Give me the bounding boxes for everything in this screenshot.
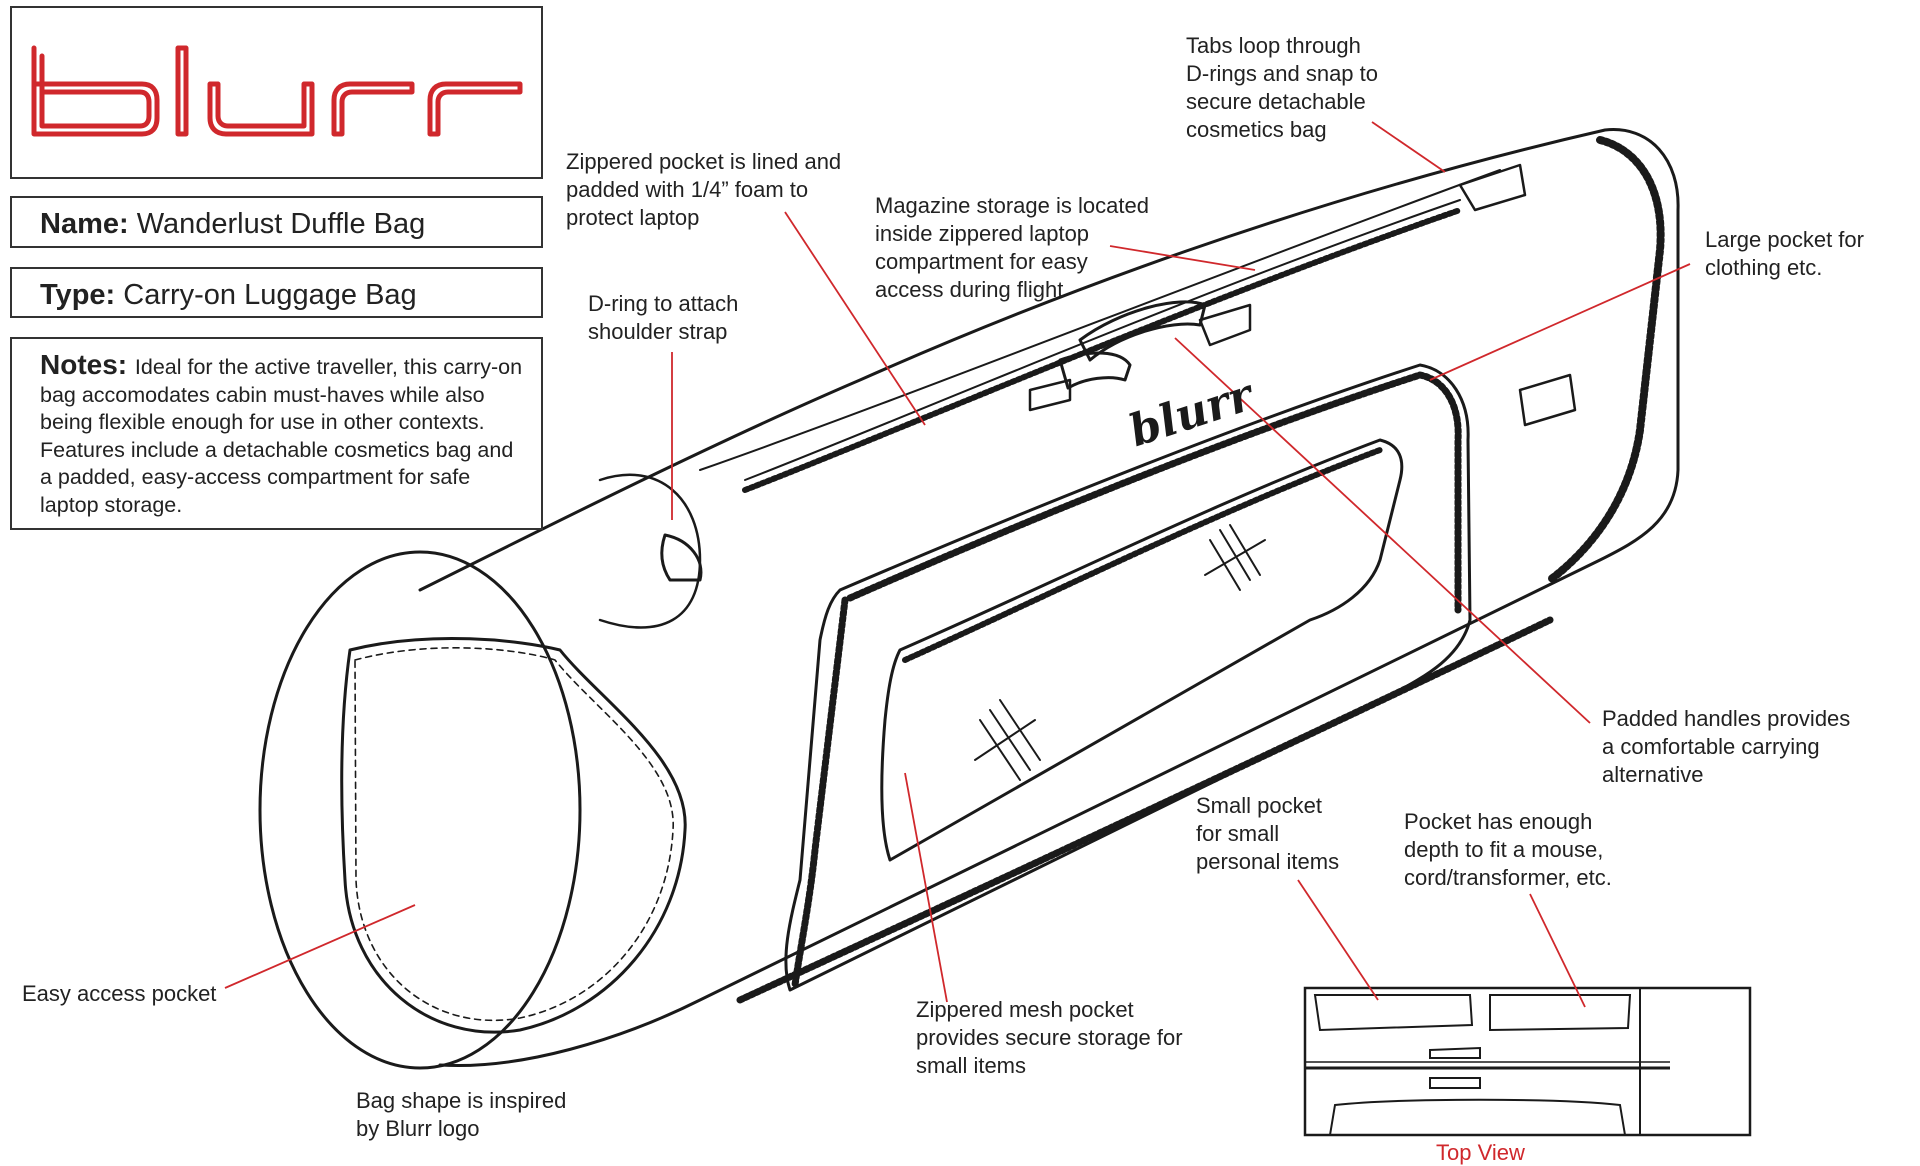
annotation-magazine-storage: Magazine storage is located inside zippe… <box>875 193 1149 302</box>
cosmetics-tab-side <box>1518 373 1577 427</box>
leader-small-pocket <box>1297 879 1379 1001</box>
handle-lower <box>1058 351 1132 390</box>
leader-mesh-pocket <box>904 772 948 1003</box>
bag-end-cap <box>258 550 582 1070</box>
leader-lines <box>224 121 1691 1008</box>
top-view-pocket-right <box>1489 994 1632 1032</box>
annotation-zippered-pocket: Zippered pocket is lined and padded with… <box>566 149 842 230</box>
leader-padded-handles <box>1174 337 1591 724</box>
d-ring <box>660 533 703 582</box>
notes-label: Notes: <box>40 349 135 380</box>
leader-magazine <box>1109 245 1256 271</box>
top-view-diagram <box>1303 986 1752 1137</box>
top-view-pocket-left <box>1313 994 1474 1032</box>
notes-field: Notes: Ideal for the active traveller, t… <box>10 337 543 530</box>
annotation-d-ring: D-ring to attach shoulder strap <box>588 291 739 344</box>
annotation-large-pocket: Large pocket for clothing etc. <box>1705 227 1864 280</box>
type-field: Type: Carry-on Luggage Bag <box>10 267 543 318</box>
leader-pocket-depth <box>1529 893 1586 1008</box>
annotation-easy-access: Easy access pocket <box>22 981 217 1006</box>
annotation-small-pocket: Small pocket for small personal items <box>1196 793 1340 874</box>
name-label: Name: <box>40 208 137 240</box>
leader-zippered-pocket <box>784 211 926 426</box>
logo-box: blurr <box>10 6 543 179</box>
annotation-tabs-loop: Tabs loop through D-rings and snap to se… <box>1186 33 1378 142</box>
blurr-logo <box>31 45 523 137</box>
handle-top <box>1078 300 1207 362</box>
leader-easy-access <box>224 904 416 989</box>
cosmetics-tab-top <box>1458 163 1527 212</box>
annotation-pocket-depth: Pocket has enough depth to fit a mouse, … <box>1404 809 1612 890</box>
large-pocket-outline <box>784 363 1472 992</box>
top-view-label: Top View <box>1436 1140 1525 1165</box>
bag-body-outline <box>418 128 1680 1068</box>
leader-large-pocket <box>1429 263 1691 381</box>
leader-tabs-loop <box>1371 121 1446 173</box>
notes-text: Ideal for the active traveller, this car… <box>40 355 523 517</box>
mesh-pocket-outline <box>880 438 1404 862</box>
type-value: Carry-on Luggage Bag <box>123 279 417 311</box>
annotation-mesh-pocket: Zippered mesh pocket provides secure sto… <box>916 997 1183 1078</box>
laptop-zipper <box>742 207 1463 493</box>
annotation-padded-handles: Padded handles provides a comfortable ca… <box>1602 706 1851 787</box>
type-label: Type: <box>40 279 124 311</box>
easy-access-pocket-outline <box>340 636 687 1034</box>
name-value: Wanderlust Duffle Bag <box>136 208 426 240</box>
name-field: Name: Wanderlust Duffle Bag <box>10 196 543 248</box>
annotation-bag-shape: Bag shape is inspired by Blurr logo <box>356 1088 567 1141</box>
d-ring-panel <box>598 473 702 629</box>
top-view-pocket-bottom <box>1329 1098 1626 1136</box>
